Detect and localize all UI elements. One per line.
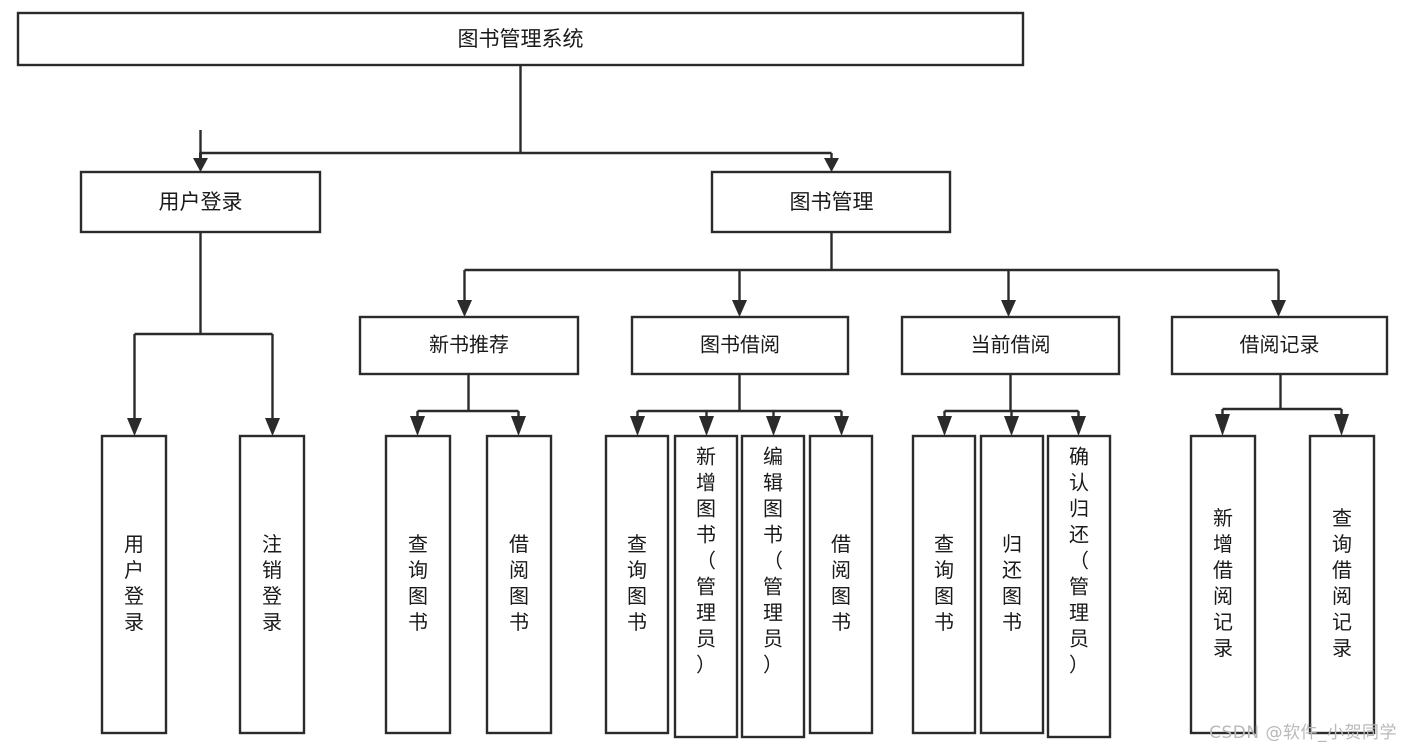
arrowhead-leaf-borrow-book-2	[834, 416, 849, 436]
arrowhead-leaf-confirm-return	[1071, 416, 1086, 436]
leaf-return-book-box[interactable]	[979, 434, 1045, 735]
node-book-borrow-box[interactable]	[630, 315, 850, 376]
node-root-box[interactable]	[16, 11, 1025, 67]
node-new-book-recommend[interactable]: 新书推荐	[358, 315, 580, 376]
leaf-node-layer: 用户登录 注销登录 查询图书 借阅图书 查询图书 新增图书（管理员） 编辑图书（管理员） 借阅…	[100, 434, 1376, 739]
leaf-query-book-3-label: 查询图书	[934, 532, 954, 634]
arrowhead-user-login	[193, 158, 208, 172]
leaf-node[interactable]: 借阅图书	[808, 434, 874, 735]
leaf-borrow-book-1-box[interactable]	[485, 434, 553, 735]
leaf-confirm-return-box[interactable]	[1046, 434, 1112, 739]
leaf-borrow-book-2-label: 借阅图书	[831, 532, 851, 634]
leaf-node[interactable]: 借阅图书	[485, 434, 553, 735]
leaf-node[interactable]: 用户登录	[100, 434, 168, 735]
arrowhead-leaf-user-login	[127, 418, 142, 436]
leaf-add-record-box[interactable]	[1189, 434, 1257, 735]
node-book-borrow-label: 图书借阅	[700, 333, 780, 357]
leaf-confirm-return-label: 确认归还（管理员）	[1069, 445, 1089, 677]
leaf-borrow-book-1-label: 借阅图书	[509, 532, 529, 634]
leaf-query-book-3-box[interactable]	[911, 434, 977, 735]
leaf-logout-box[interactable]	[238, 434, 306, 735]
arrowhead-leaf-add-record	[1215, 414, 1230, 436]
node-book-manage-box[interactable]	[710, 170, 952, 234]
node-root[interactable]: 图书管理系统	[16, 11, 1025, 67]
arrowhead-new-book-recommend	[457, 300, 472, 317]
leaf-node[interactable]: 查询图书	[384, 434, 452, 735]
leaf-node[interactable]: 确认归还（管理员）	[1046, 434, 1112, 739]
node-borrow-record[interactable]: 借阅记录	[1170, 315, 1389, 376]
arrowhead-leaf-add-book	[699, 416, 714, 436]
arrowhead-leaf-logout	[265, 418, 280, 436]
leaf-borrow-book-2-box[interactable]	[808, 434, 874, 735]
csdn-watermark: CSDN @软件_小贺同学	[1209, 723, 1397, 743]
arrowhead-book-manage	[824, 158, 839, 172]
leaf-user-login-box[interactable]	[100, 434, 168, 735]
arrowhead-leaf-query-book-1	[410, 416, 425, 436]
node-root-label: 图书管理系统	[458, 27, 584, 51]
leaf-node[interactable]: 注销登录	[238, 434, 306, 735]
leaf-node[interactable]: 查询借阅记录	[1308, 434, 1376, 735]
leaf-query-record-label: 查询借阅记录	[1332, 506, 1352, 660]
node-book-manage[interactable]: 图书管理	[710, 170, 952, 234]
leaf-node[interactable]: 查询图书	[604, 434, 670, 735]
node-borrow-record-box[interactable]	[1170, 315, 1389, 376]
leaf-add-book-label: 新增图书（管理员）	[696, 445, 716, 677]
node-book-borrow[interactable]: 图书借阅	[630, 315, 850, 376]
leaf-query-record-box[interactable]	[1308, 434, 1376, 735]
leaf-add-record-label: 新增借阅记录	[1213, 506, 1233, 660]
leaf-query-book-2-box[interactable]	[604, 434, 670, 735]
arrowhead-leaf-borrow-book-1	[511, 416, 526, 436]
arrowhead-leaf-edit-book	[766, 416, 781, 436]
leaf-edit-book-label: 编辑图书（管理员）	[763, 445, 783, 677]
node-user-login-label: 用户登录	[159, 190, 243, 214]
node-current-borrow[interactable]: 当前借阅	[900, 315, 1121, 376]
node-user-login[interactable]: 用户登录	[79, 170, 322, 234]
leaf-add-book-box[interactable]	[673, 434, 739, 739]
node-book-manage-label: 图书管理	[790, 190, 874, 214]
connector-layer	[127, 65, 1349, 436]
node-user-login-box[interactable]	[79, 170, 322, 234]
arrowhead-leaf-query-book-2	[630, 416, 645, 436]
leaf-query-book-2-label: 查询图书	[627, 532, 647, 634]
leaf-node[interactable]: 查询图书	[911, 434, 977, 735]
arrowhead-book-borrow	[732, 300, 747, 317]
arrowhead-leaf-query-record	[1334, 414, 1349, 436]
arrowhead-leaf-query-book-3	[937, 416, 952, 436]
leaf-query-book-1-box[interactable]	[384, 434, 452, 735]
arrowhead-borrow-record	[1271, 300, 1286, 317]
leaf-logout-label: 注销登录	[262, 532, 282, 634]
leaf-node[interactable]: 归还图书	[979, 434, 1045, 735]
leaf-node[interactable]: 编辑图书（管理员）	[740, 434, 806, 739]
node-new-book-recommend-label: 新书推荐	[429, 333, 509, 357]
leaf-node[interactable]: 新增借阅记录	[1189, 434, 1257, 735]
leaf-user-login-label: 用户登录	[124, 532, 144, 634]
arrowhead-leaf-return-book	[1004, 416, 1019, 436]
leaf-node[interactable]: 新增图书（管理员）	[673, 434, 739, 739]
node-new-book-recommend-box[interactable]	[358, 315, 580, 376]
leaf-query-book-1-label: 查询图书	[408, 532, 428, 634]
arrowhead-current-borrow	[1001, 300, 1016, 317]
node-borrow-record-label: 借阅记录	[1240, 333, 1320, 357]
node-current-borrow-label: 当前借阅	[971, 333, 1051, 357]
node-current-borrow-box[interactable]	[900, 315, 1121, 376]
leaf-return-book-label: 归还图书	[1002, 532, 1022, 634]
leaf-edit-book-box[interactable]	[740, 434, 806, 739]
